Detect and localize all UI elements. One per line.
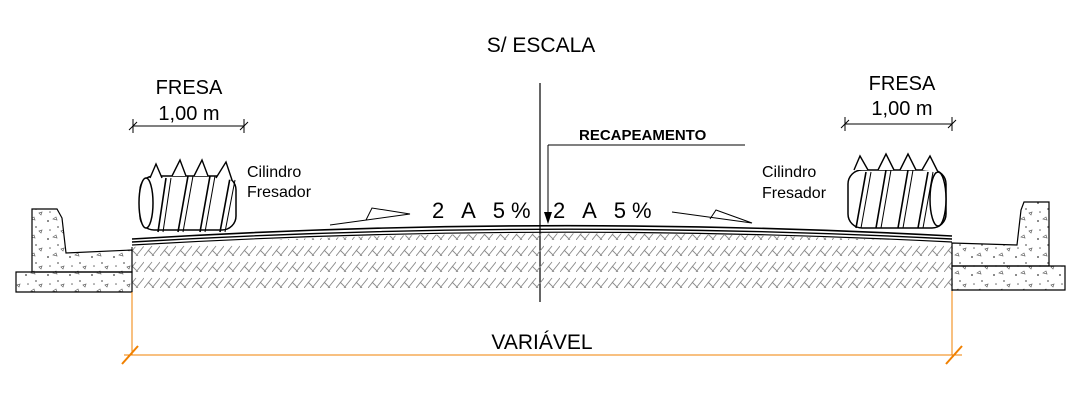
- right-milling-drum-icon: [847, 152, 947, 229]
- right-mill-width: 1,00 m: [871, 98, 932, 120]
- slope-left-icon: [329, 207, 411, 226]
- left-mill-dimension: [128, 119, 249, 133]
- pavement-layer-1: [131, 228, 953, 243]
- right-curb: [951, 201, 1066, 291]
- pavement-surface: [131, 224, 953, 240]
- subgrade-soil: [132, 233, 952, 291]
- left-mill-width: 1,00 m: [158, 103, 219, 125]
- width-label: VARIÁVEL: [491, 331, 592, 354]
- pavement-layer-2: [131, 231, 953, 246]
- left-mill-label: FRESA: [156, 77, 223, 99]
- overlay-arrow-icon: [544, 212, 552, 224]
- width-dimension: [121, 291, 963, 365]
- right-mill-dimension: [840, 117, 957, 131]
- left-curb: [15, 208, 133, 293]
- right-mill-label: FRESA: [869, 73, 936, 95]
- diagram-title: S/ ESCALA: [487, 34, 596, 57]
- right-drum-label-line1: Cilindro: [762, 164, 816, 181]
- left-drum-label-line1: Cilindro: [247, 164, 301, 181]
- slope-left-label: 2 A 5%: [432, 198, 537, 223]
- right-drum-label-line2: Fresador: [762, 185, 827, 202]
- left-drum-label-line2: Fresador: [247, 184, 312, 201]
- slope-right-icon: [671, 209, 753, 224]
- left-milling-drum-icon: [138, 158, 237, 233]
- overlay-label: RECAPEAMENTO: [579, 127, 707, 144]
- slope-right-label: 2 A 5%: [553, 198, 658, 223]
